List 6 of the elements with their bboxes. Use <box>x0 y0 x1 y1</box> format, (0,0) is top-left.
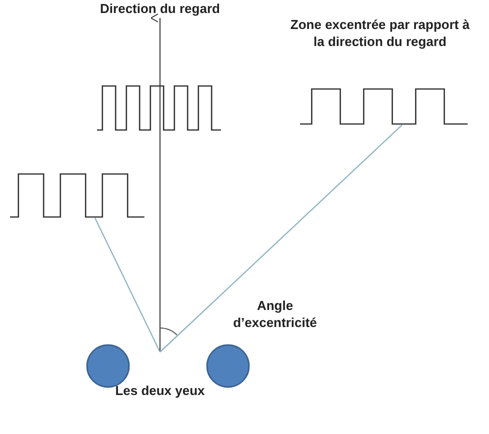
direction-label: Direction du regard <box>99 0 221 17</box>
angle-label: Angle d’excentricité <box>232 297 318 331</box>
eyes-label: Les deux yeux <box>114 382 206 399</box>
zone-caption: Zone excentrée par rapport à la direction du regard <box>289 16 471 50</box>
sight-line <box>160 124 402 352</box>
sight-line <box>94 218 161 352</box>
